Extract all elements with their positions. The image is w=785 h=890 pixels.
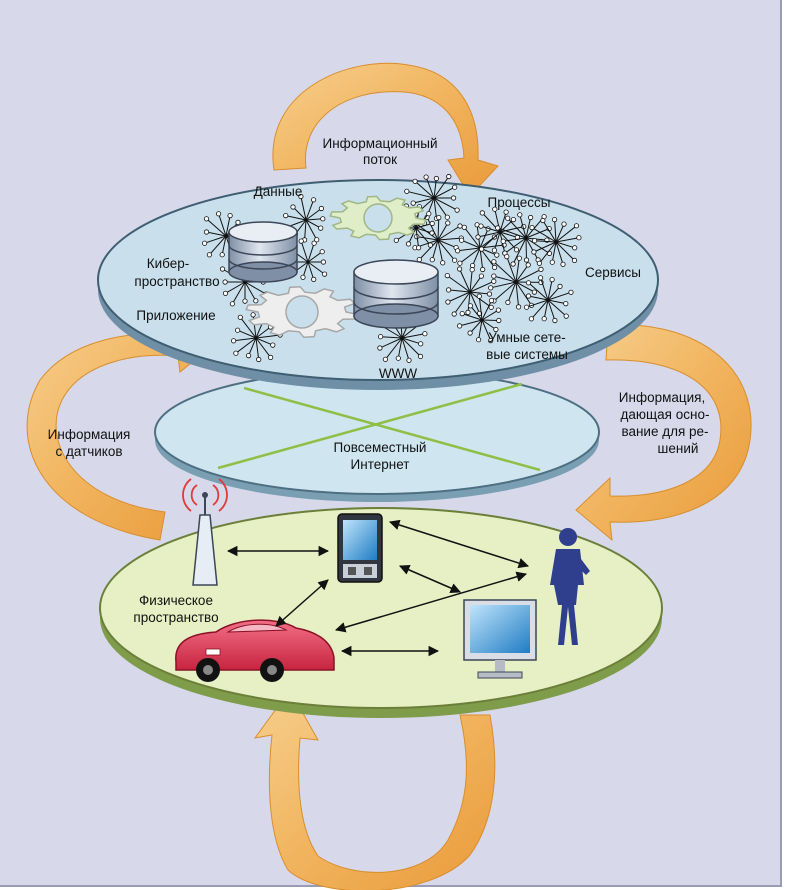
network-burst-icon — [529, 217, 582, 267]
network-burst-icon — [495, 212, 553, 267]
network-burst-icon — [456, 293, 502, 344]
internet-label-1: Повсеместный — [334, 440, 427, 455]
gear-icon — [329, 195, 427, 241]
network-burst-icon — [404, 173, 460, 226]
network-burst-icon — [488, 254, 544, 310]
cyberspace-label-2: пространство — [134, 274, 219, 289]
device-links — [226, 519, 530, 657]
car-icon — [175, 619, 335, 682]
cyberspace-label-1: Кибер- — [147, 256, 190, 271]
sensor-info-label-1: Информация — [48, 427, 131, 442]
decision-info-arrow — [575, 324, 752, 542]
top-flow-arrow — [272, 62, 499, 197]
internet-label-2: Интернет — [351, 457, 410, 472]
decision-info-label-4: шений — [658, 441, 699, 456]
network-burst-icon — [286, 238, 328, 282]
internet-layer — [154, 369, 600, 502]
data-label: Данные — [254, 184, 303, 199]
application-label: Приложение — [136, 308, 215, 323]
physical-label-2: пространство — [133, 610, 218, 625]
smart-systems-label-1: Умные сете- — [488, 330, 566, 345]
link-car-person — [334, 571, 528, 633]
www-label: WWW — [379, 366, 417, 381]
link-phone-car — [275, 579, 329, 627]
smartphone-icon — [337, 513, 383, 583]
decision-info-label-1: Информация, — [619, 390, 705, 405]
sensor-info-label-2: с датчиков — [55, 444, 122, 459]
info-flow-label-2: поток — [363, 152, 397, 167]
smart-systems-label-2: вые системы — [486, 347, 568, 362]
processes-label: Процессы — [487, 195, 550, 210]
antenna-icon — [182, 478, 228, 586]
decision-info-label-2: дающая осно- — [621, 407, 710, 422]
database-icon — [228, 221, 298, 283]
network-burst-icon — [523, 275, 574, 324]
person-icon — [550, 528, 590, 645]
internet-line-2 — [243, 386, 541, 472]
link-phone-person — [388, 519, 530, 569]
internet-line-1 — [217, 382, 523, 470]
services-label: Сервисы — [585, 265, 641, 280]
gear-icon — [245, 286, 359, 338]
info-flow-label-1: Информационный — [322, 136, 437, 151]
decision-info-label-3: вание для ре- — [621, 424, 708, 439]
database-icon — [353, 259, 439, 329]
physical-label-1: Физическое — [139, 593, 213, 608]
